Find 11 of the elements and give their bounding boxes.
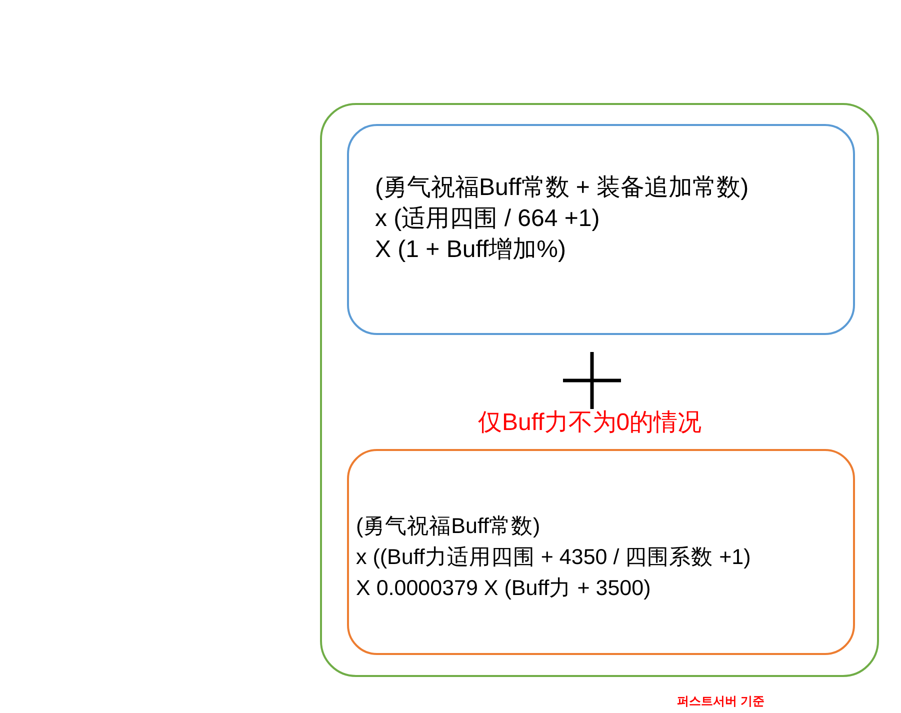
group-box [320, 103, 879, 677]
formula-line: X 0.0000379 X (Buff力 + 3500) [356, 575, 651, 602]
formula-line: X (1 + Buff增加%) [375, 235, 566, 265]
formula-box [347, 124, 855, 335]
formula-line: x ((Buff力适用四围 + 4350 / 四围系数 +1) [356, 544, 751, 571]
formula-line: (勇气祝福Buff常数 + 装备追加常数) [375, 173, 749, 203]
formula-line: x (适用四围 / 664 +1) [375, 204, 600, 234]
condition-note: 仅Buff力不为0的情况 [478, 408, 702, 438]
note-text: 퍼스트서버 기준 [677, 694, 764, 710]
formula-box [347, 449, 855, 655]
formula-line: (勇气祝福Buff常数) [356, 513, 540, 540]
